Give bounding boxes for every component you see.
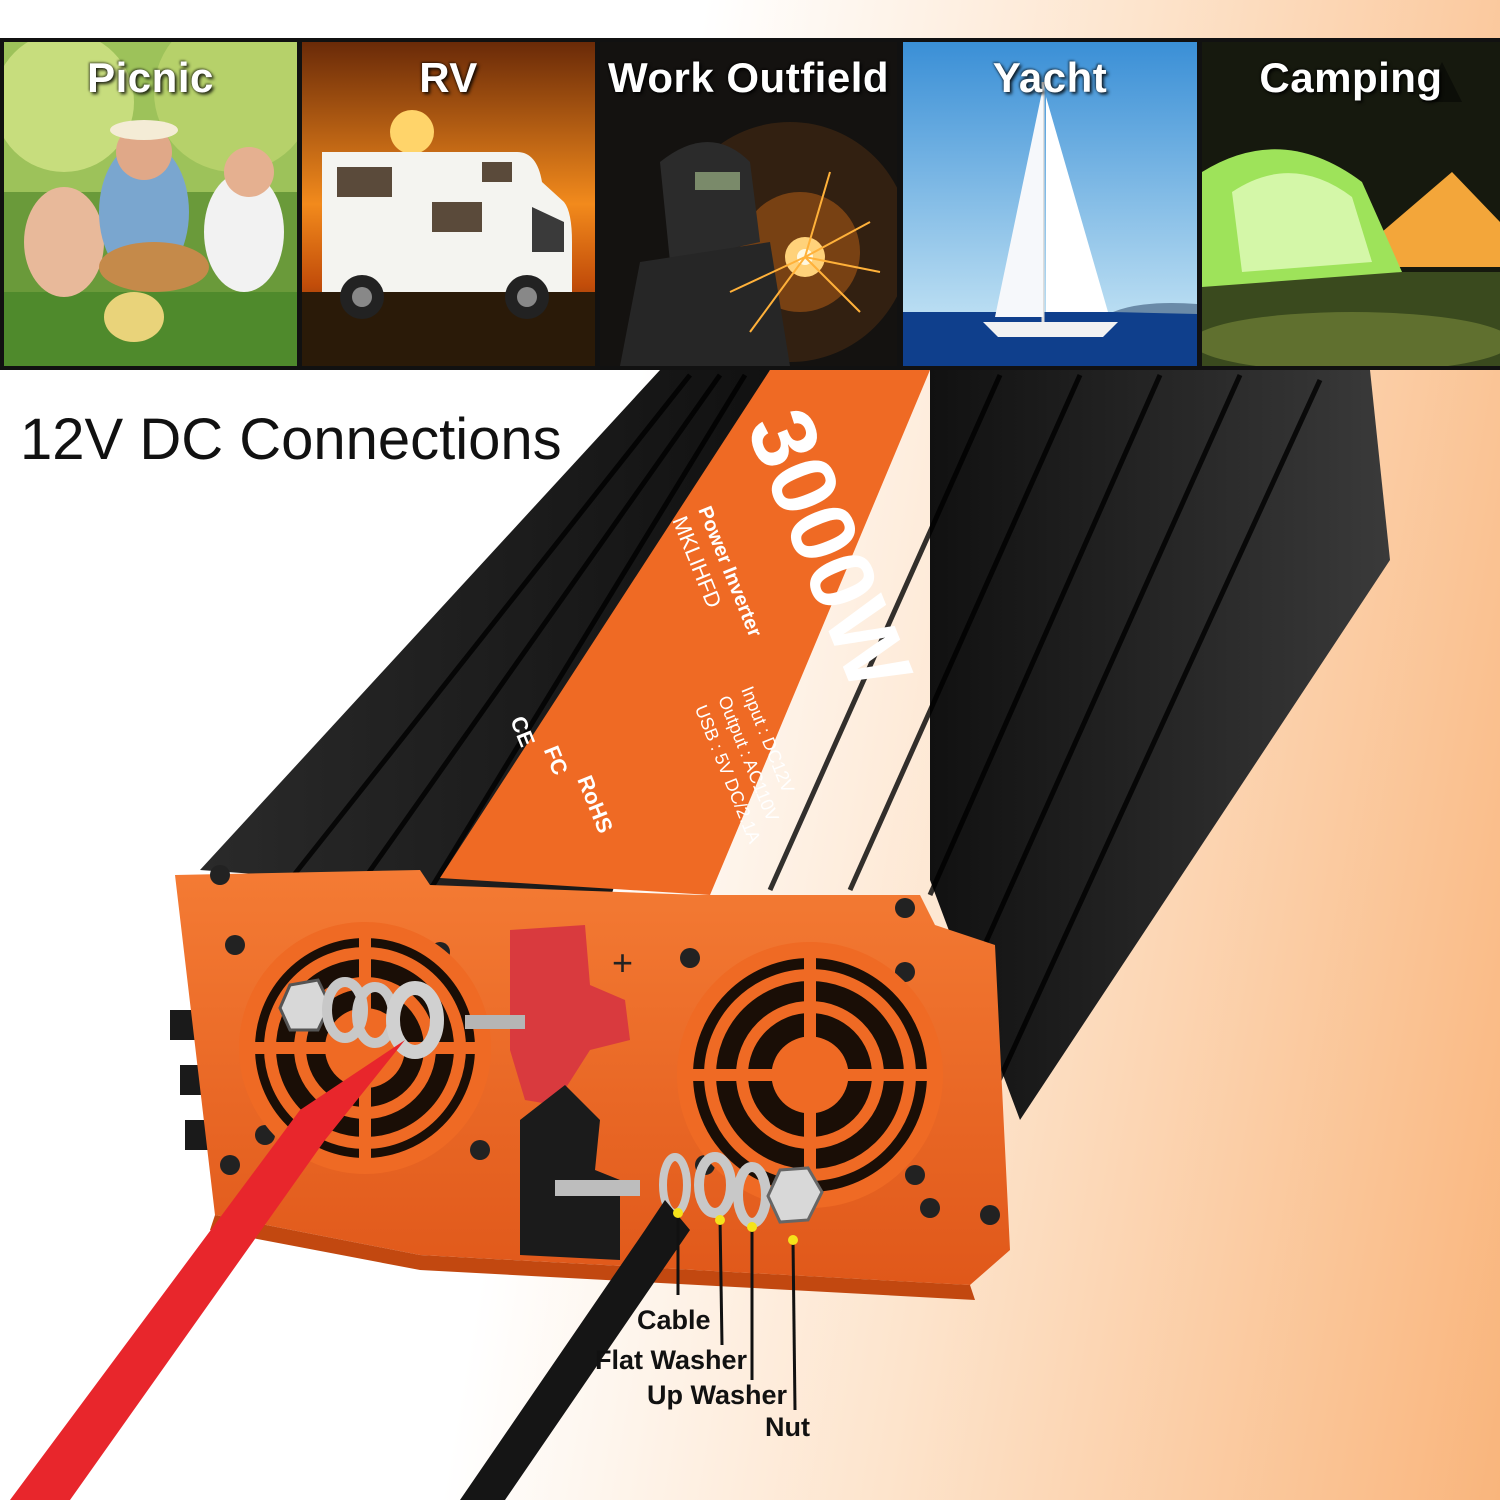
welding-photo — [600, 42, 897, 366]
panel-label-work-outfield: Work Outfield — [607, 54, 890, 101]
page-heading: 12V DC Connections — [20, 407, 562, 472]
panel-label-camping: Camping — [1259, 54, 1443, 101]
polarity-plus: + — [612, 942, 633, 983]
fan-right — [677, 942, 943, 1208]
inverter-illustration: 3000W MKLIHFD Power Inverter Input : DC1… — [10, 370, 1390, 1500]
red-cable — [10, 1040, 405, 1500]
panel-picnic: Picnic — [4, 42, 297, 366]
panel-camping: Camping — [1202, 42, 1500, 366]
panel-work-outfield: Work Outfield — [600, 42, 897, 366]
fan-left — [239, 922, 491, 1174]
legend-up-washer: Up Washer — [647, 1380, 788, 1410]
legend-nut: Nut — [765, 1412, 810, 1442]
legend-flat-washer: Flat Washer — [595, 1345, 748, 1375]
legend-cable: Cable — [637, 1305, 711, 1335]
label-band — [440, 370, 930, 895]
camping-photo — [1202, 42, 1500, 366]
panel-label-picnic: Picnic — [87, 54, 214, 101]
heatsink-right — [930, 370, 1390, 1120]
black-cable — [460, 1200, 690, 1500]
negative-terminal-block — [520, 1085, 620, 1260]
positive-hardware — [278, 977, 444, 1059]
panel-rv: RV — [302, 42, 595, 366]
positive-terminal-cap — [510, 925, 630, 1105]
panel-yacht: Yacht — [903, 42, 1197, 366]
rv-photo — [302, 42, 595, 366]
yacht-photo — [903, 42, 1197, 366]
panel-label-yacht: Yacht — [992, 54, 1108, 101]
panel-label-rv: RV — [419, 54, 478, 101]
legend-leaders — [676, 1213, 797, 1411]
picnic-photo — [4, 42, 297, 366]
